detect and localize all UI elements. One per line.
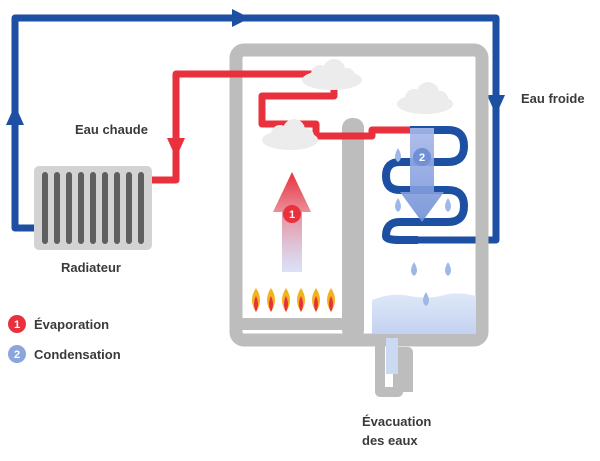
chimney [342, 118, 364, 340]
condensate-water [372, 293, 476, 334]
water-droplets [395, 148, 451, 306]
legend: 1 Évaporation 2 Condensation [8, 315, 121, 363]
steam-cloud-top [302, 59, 362, 90]
flame-icon [297, 288, 305, 312]
legend-number-1: 1 [14, 319, 20, 331]
flame-icon [252, 288, 260, 312]
evaporation-number: 1 [289, 209, 295, 221]
radiator-icon [34, 166, 152, 250]
drain-label-line1: Évacuation [362, 414, 431, 429]
arrow-right [487, 95, 505, 115]
drain-water [386, 338, 398, 374]
condensation-number: 2 [419, 152, 425, 164]
droplet [423, 292, 429, 306]
arrow-top [232, 9, 250, 27]
legend-label-evaporation: Évaporation [34, 317, 109, 332]
arrow-left [6, 105, 24, 125]
droplet [395, 148, 401, 162]
flame-icon [267, 288, 275, 312]
legend-marker-evaporation [8, 315, 26, 333]
flame-icon [327, 288, 335, 312]
boiler-body [229, 43, 489, 347]
hot-water-pipe [152, 70, 410, 184]
droplet [395, 198, 401, 212]
steam-cloud-left [262, 119, 318, 150]
burner-shelf [240, 318, 348, 330]
legend-label-condensation: Condensation [34, 347, 121, 362]
radiator-label: Radiateur [61, 260, 121, 275]
hot-water-label: Eau chaude [75, 122, 148, 137]
drain-label-line2: des eaux [362, 433, 418, 448]
legend-marker-condensation [8, 345, 26, 363]
droplet [445, 198, 451, 212]
droplet [411, 262, 417, 276]
legend-number-2: 2 [14, 349, 20, 361]
cold-water-label: Eau froide [521, 91, 585, 106]
condensation-arrow [400, 128, 444, 222]
condensation-marker [413, 148, 431, 166]
evaporation-marker [283, 205, 301, 223]
burner-flames [252, 288, 335, 312]
steam-cloud-right [397, 82, 453, 114]
flame-icon [312, 288, 320, 312]
droplet [445, 262, 451, 276]
hot-arrow [167, 138, 185, 158]
flame-icon [282, 288, 290, 312]
